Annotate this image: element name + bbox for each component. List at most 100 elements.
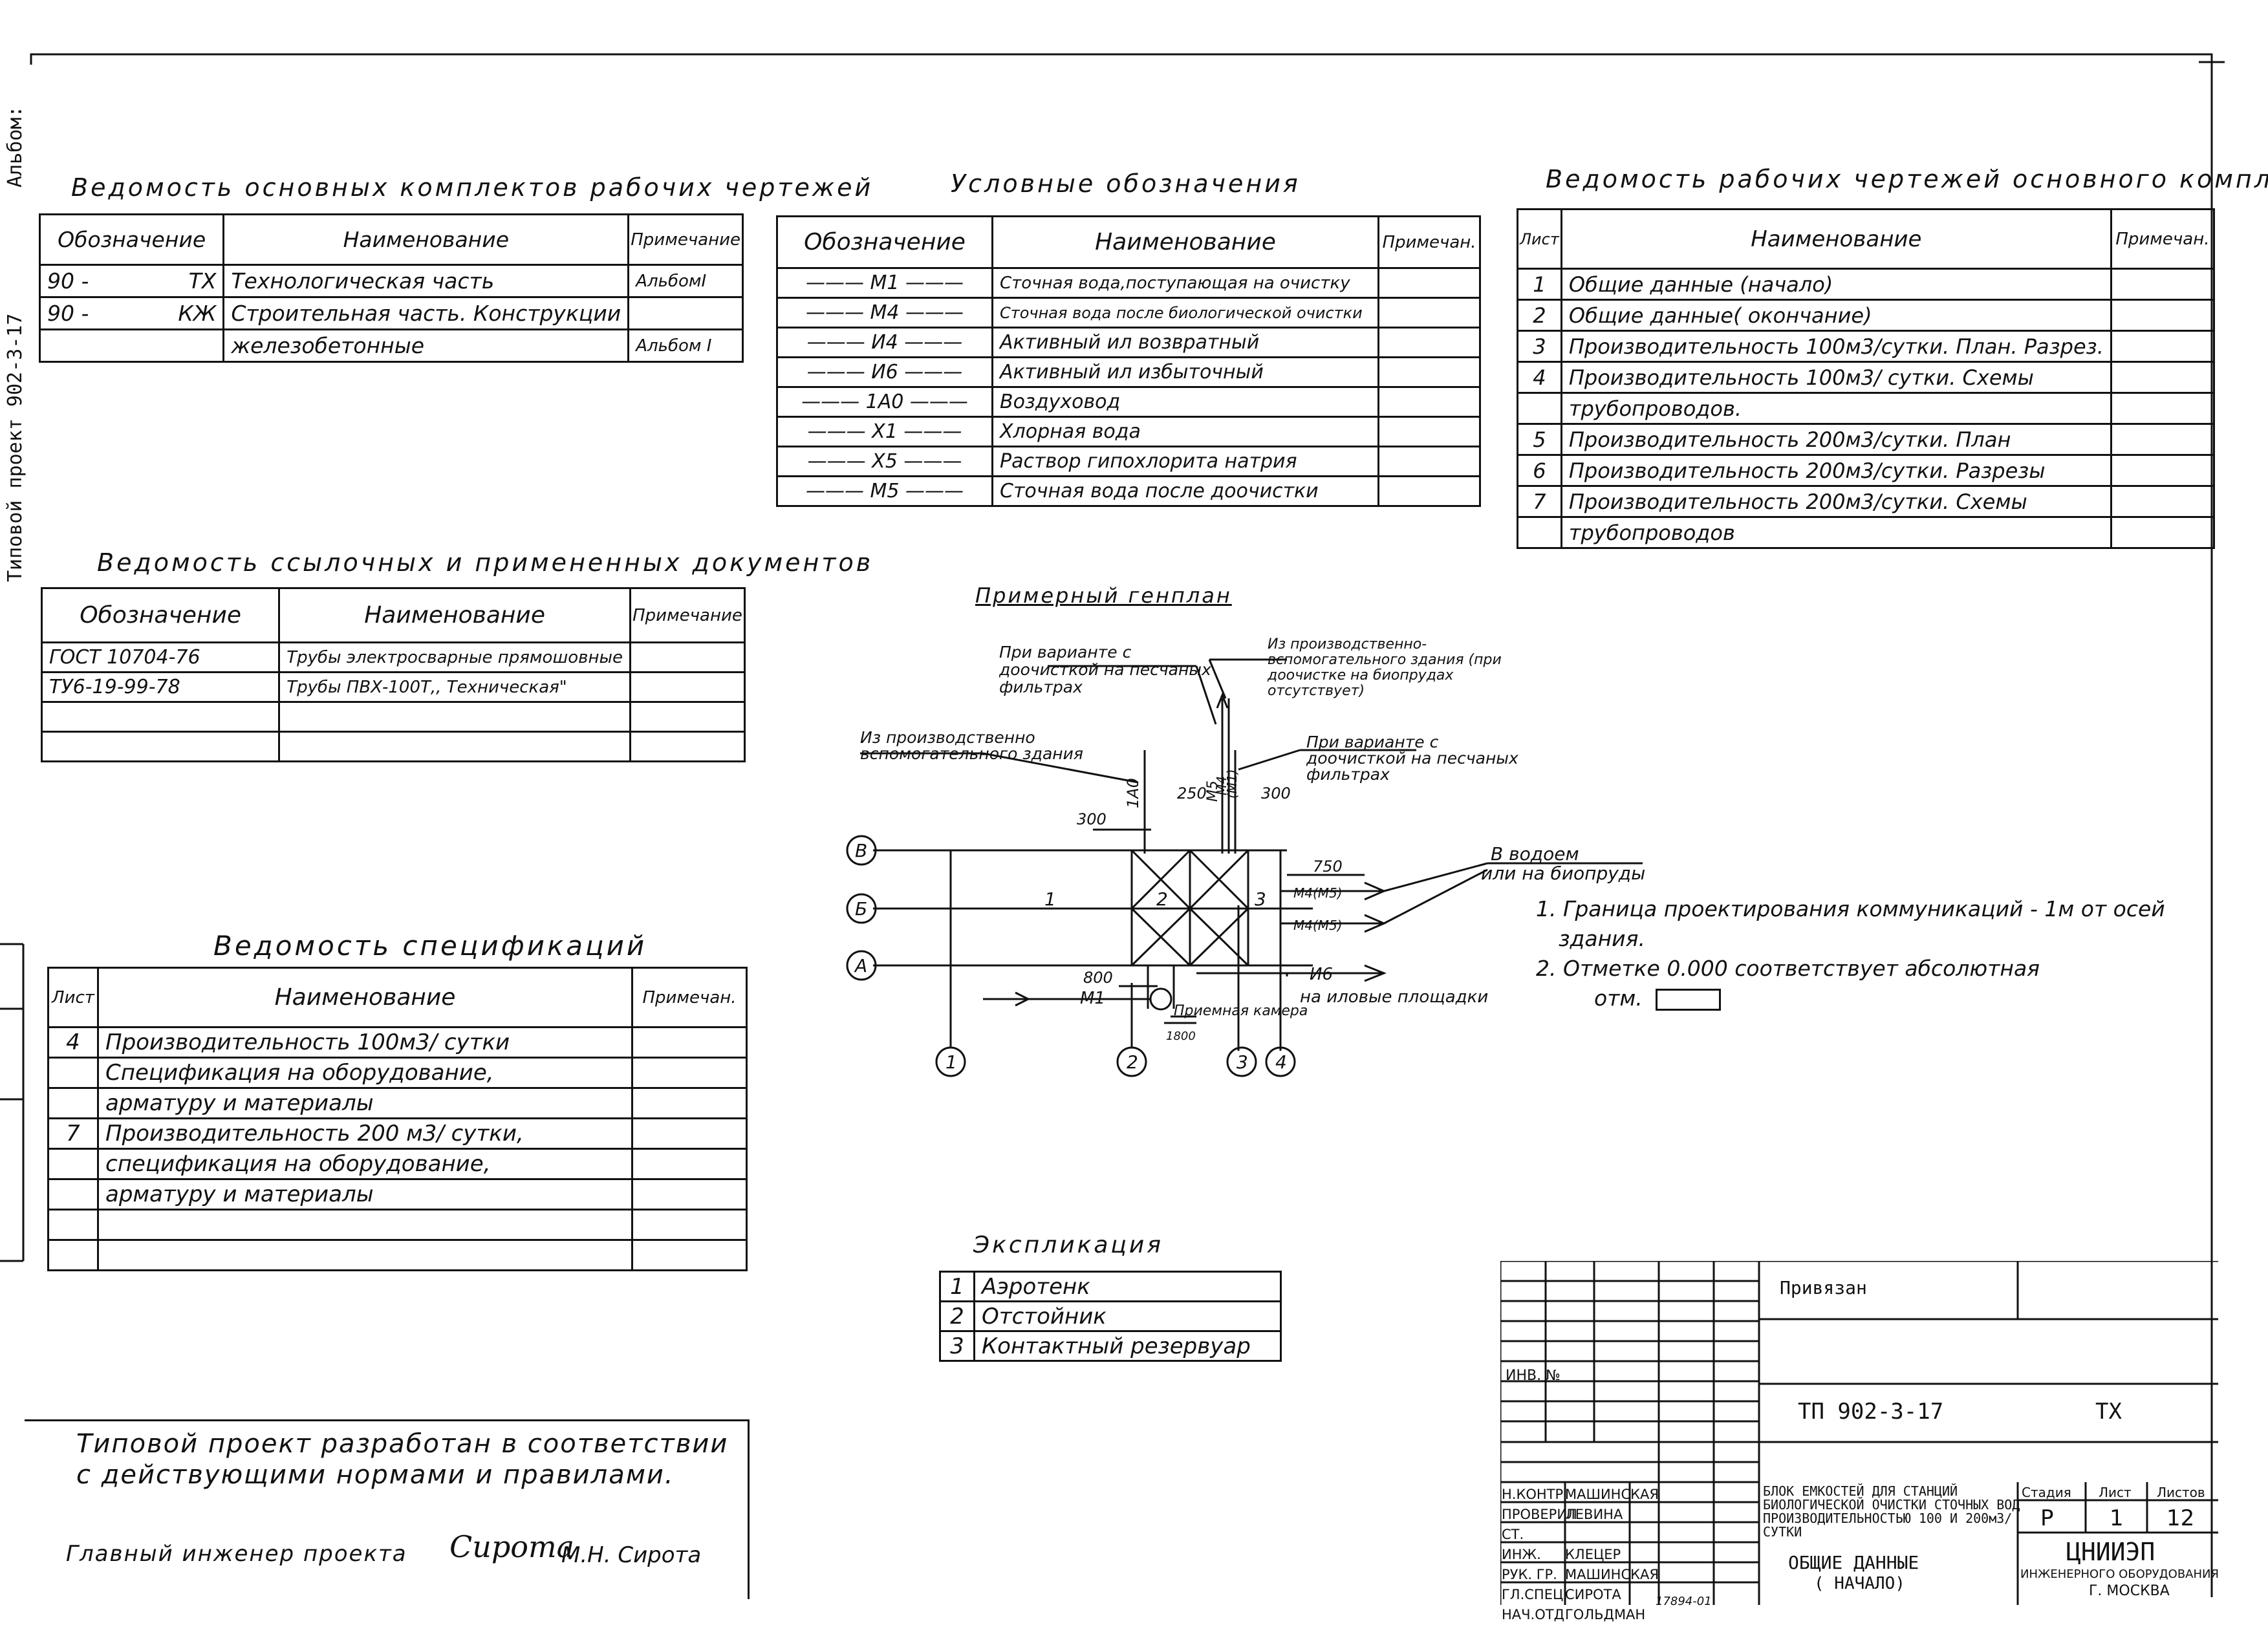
- pipe-label-1A0: 1А0: [1124, 778, 1142, 808]
- role-row: НАЧ.ОТДГОЛЬДМАН: [1502, 1607, 1646, 1622]
- pipe-label-I6: И6: [1310, 965, 1333, 984]
- explication-title: Экспликация: [973, 1232, 1163, 1258]
- note-var-pesch-top: При варианте с доочисткой на песчаных фи…: [999, 643, 1211, 696]
- dim-1800: 1800: [1166, 1029, 1196, 1043]
- inventory-label: ИНВ. №: [1506, 1368, 1561, 1384]
- table-row: трубопроводов.: [1517, 392, 2216, 425]
- table-row: 90 -КЖ Строительная часть. Конструкции: [38, 296, 744, 330]
- role-row: ГЛ.СПЕЦ.СИРОТА: [1502, 1587, 1621, 1602]
- axis-V-marker: [846, 835, 877, 866]
- specs-title: Ведомость спецификаций: [213, 930, 647, 962]
- note-to-water: В водоем: [1491, 843, 1579, 865]
- sheets-value: 12: [2166, 1505, 2195, 1531]
- legend-title: Условные обозначения: [951, 169, 1301, 198]
- engineer-signature: Сирота: [449, 1529, 575, 1564]
- table-row: ——— М5 ———Сточная вода после доочистки: [776, 475, 1481, 507]
- dim-800: 800: [1083, 969, 1113, 987]
- block-label-3: 3: [1255, 888, 1266, 910]
- table-row: ——— И4 ———Активный ил возвратный: [776, 327, 1481, 358]
- sheets-label: Листов: [2157, 1485, 2205, 1500]
- stage-label: Стадия: [2022, 1485, 2071, 1500]
- refs-title: Ведомость ссылочных и примененных докуме…: [97, 548, 874, 577]
- elevation-box: [1656, 988, 1722, 1011]
- legend-table: Обозначение Наименование Примечан. ——— М…: [776, 215, 1481, 507]
- statement-line-1: Типовой проект разработан в соответствии: [76, 1429, 729, 1459]
- dim-750: 750: [1313, 857, 1343, 876]
- axis-B-marker: [846, 893, 877, 924]
- project-margin-label: Типовой проект 902-3-17: [4, 313, 27, 582]
- sheet-title-1: ОБЩИЕ ДАННЫЕ: [1788, 1552, 1919, 1573]
- axis-4-marker: [1265, 1046, 1296, 1077]
- sheet-title-2: ( НАЧАЛО): [1814, 1574, 1905, 1593]
- pipe-label-M5: М5: [1205, 780, 1221, 802]
- axis-3-marker: [1226, 1046, 1257, 1077]
- pipe-label-M4: М4: [1214, 776, 1229, 795]
- axis-label-2: 2: [1127, 1051, 1138, 1073]
- pipe-label-M1-inlet: М1: [1080, 989, 1105, 1008]
- project-description: БЛОК ЕМКОСТЕЙ ДЛЯ СТАНЦИЙ БИОЛОГИЧЕСКОЙ …: [1763, 1483, 2020, 1540]
- dim-300-left: 300: [1077, 810, 1107, 828]
- pipe-label-out-1: М4(М5): [1293, 885, 1343, 901]
- block-label-1: 1: [1044, 888, 1056, 910]
- header-note: Примечание: [627, 213, 744, 266]
- table-row: 90 -ТХ Технологическая часть АльбомI: [38, 264, 744, 298]
- table-row: арматуру и материалы: [47, 1087, 748, 1119]
- main-sets-table: Обозначение Наименование Примечание 90 -…: [38, 213, 744, 363]
- org-name: ЦНИИЭП: [2066, 1538, 2155, 1566]
- note-or-bioponds: или на биопруды: [1481, 863, 1645, 884]
- main-sets-title: Ведомость основных комплектов рабочих че…: [71, 173, 874, 202]
- axis-1-marker: [935, 1046, 966, 1077]
- pipe-label-out-2: М4(М5): [1293, 918, 1343, 933]
- header-name: Наименование: [222, 213, 630, 266]
- table-row: Спецификация на оборудование,: [47, 1057, 748, 1089]
- table-row: [40, 731, 746, 762]
- pipe-label-M1: (М1): [1224, 769, 1240, 799]
- table-row: трубопроводов: [1517, 516, 2216, 549]
- note-line-2: здания.: [1559, 926, 1645, 951]
- org-city: Г. МОСКВА: [2089, 1583, 2170, 1599]
- role-row: Н.КОНТР.МАШИНСКАЯ: [1502, 1487, 1659, 1502]
- project-code: ТП 902-3-17: [1798, 1399, 1944, 1425]
- note-chamber: Приемная камера: [1174, 1003, 1308, 1019]
- statement-line-2: с действующими нормами и правилами.: [76, 1460, 675, 1490]
- axis-label-3: 3: [1237, 1051, 1248, 1073]
- table-row: [47, 1209, 748, 1241]
- axis-label-B: Б: [855, 898, 867, 920]
- axis-label-V: В: [855, 840, 867, 861]
- table-row: ——— 1А0 ———Воздуховод: [776, 386, 1481, 418]
- table-row: [40, 701, 746, 733]
- role-row: РУК. ГР.МАШИНСКАЯ: [1502, 1567, 1659, 1582]
- axis-2-marker: [1116, 1046, 1147, 1077]
- general-notes: 1. Граница проектирования коммуникаций -…: [1536, 894, 2165, 1013]
- sheets-title: Ведомость рабочих чертежей основного ком…: [1546, 165, 2268, 193]
- title-block-lines: [1500, 1261, 2218, 1605]
- note-from-prod-top: Из производственно-вспомогательного здан…: [1268, 636, 1502, 699]
- block-label-2: 2: [1156, 888, 1168, 910]
- engineer-label: Главный инженер проекта: [66, 1541, 407, 1567]
- table-row: ——— Х1 ———Хлорная вода: [776, 416, 1481, 447]
- table-row: [47, 1239, 748, 1271]
- axis-A-marker: [846, 950, 877, 981]
- stage-value: Р: [2040, 1505, 2054, 1531]
- axis-label-1: 1: [945, 1051, 957, 1073]
- album-margin-label: Альбом:: [4, 105, 27, 188]
- site-plan-drawing: В Б А 1 2 3 4 1 2 3 1А0 М5 М4 (М1) М4(М5…: [846, 658, 1645, 1077]
- header-designation: Обозначение: [38, 213, 225, 266]
- project-mark: ТХ: [2095, 1399, 2122, 1425]
- note-to-sludge: на иловые площадки: [1300, 987, 1488, 1007]
- note-from-prod-left: Из производственно вспомогательного здан…: [860, 728, 1083, 763]
- table-row: железобетонные Альбом I: [38, 328, 744, 363]
- table-row: арматуру и материалы: [47, 1178, 748, 1211]
